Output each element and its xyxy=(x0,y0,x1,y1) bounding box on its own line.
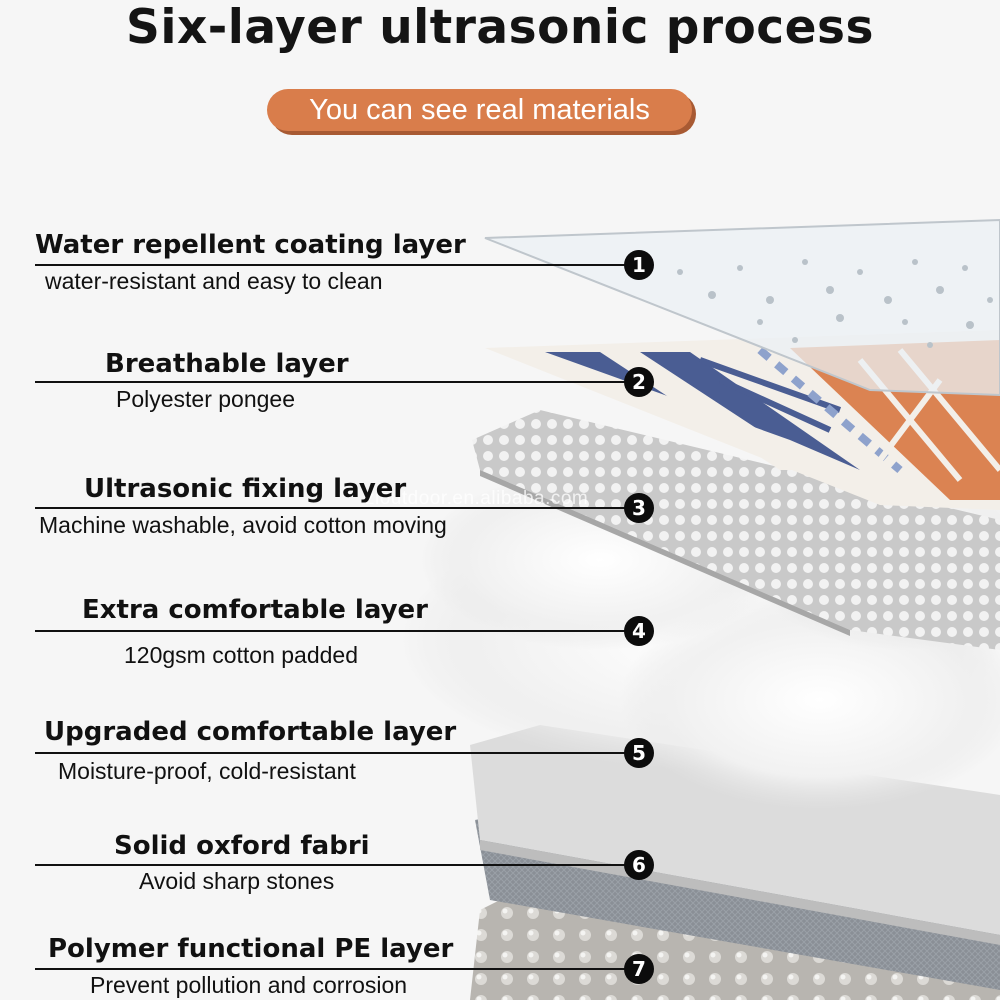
layer-4-badge: 4 xyxy=(624,616,654,646)
layer-7-name: Polymer functional PE layer xyxy=(48,934,454,964)
fixing-layer xyxy=(472,410,1000,650)
layer-3-name: Ultrasonic fixing layer xyxy=(84,474,407,504)
layer-2-rule xyxy=(35,381,635,383)
coating-layer xyxy=(484,218,1000,397)
layer-6-rule xyxy=(35,864,635,866)
layer-3-badge: 3 xyxy=(624,493,654,523)
layer-1-name: Water repellent coating layer xyxy=(35,230,466,260)
subtitle-badge: You can see real materials xyxy=(267,89,692,131)
layer-2-badge: 2 xyxy=(624,367,654,397)
layer-4-desc: 120gsm cotton padded xyxy=(124,642,359,668)
layer-5-name: Upgraded comfortable layer xyxy=(44,717,457,747)
layer-3-rule xyxy=(35,507,635,509)
layer-3-desc: Machine washable, avoid cotton moving xyxy=(39,512,447,538)
layer-4-rule xyxy=(35,630,635,632)
layer-1-rule xyxy=(35,264,635,266)
layer-5-rule xyxy=(35,752,635,754)
layer-4-name: Extra comfortable layer xyxy=(82,595,428,625)
layer-7-rule xyxy=(35,968,635,970)
layer-2-desc: Polyester pongee xyxy=(116,386,296,412)
watermark: zioutdoor.en.alibaba.com xyxy=(365,488,589,509)
layer-7-desc: Prevent pollution and corrosion xyxy=(90,972,408,998)
layer-2-name: Breathable layer xyxy=(105,349,349,379)
layer-7-badge: 7 xyxy=(624,954,654,984)
layer-6-badge: 6 xyxy=(624,850,654,880)
layer-1-badge: 1 xyxy=(624,250,654,280)
layer-6-name: Solid oxford fabri xyxy=(114,831,370,861)
layer-5-badge: 5 xyxy=(624,738,654,768)
page-title: Six-layer ultrasonic process xyxy=(125,0,874,55)
layer-1-desc: water-resistant and easy to clean xyxy=(45,268,383,294)
layer-5-desc: Moisture-proof, cold-resistant xyxy=(58,758,356,784)
layer-6-desc: Avoid sharp stones xyxy=(139,868,335,894)
